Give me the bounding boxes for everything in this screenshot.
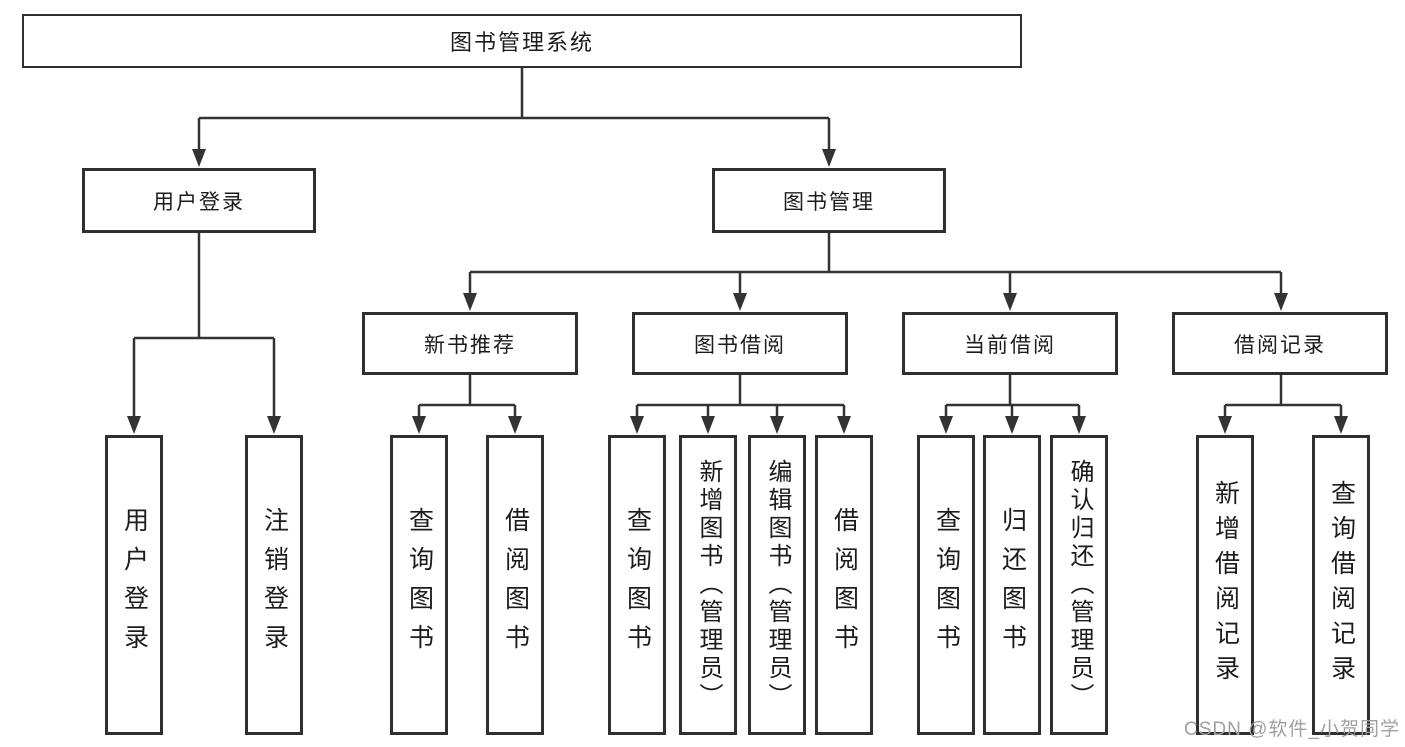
leaf-label: 新增借阅记录 [1211,480,1240,690]
arrow-current-query [939,416,953,434]
edges-book-management [468,233,1283,296]
leaf-user-login: 用户登录 [105,435,163,735]
arrow-book-management [822,149,836,167]
arrow-user-login [192,149,206,167]
node-borrowing-records: 借阅记录 [1172,312,1388,375]
leaf-current-query-books: 查询图书 [917,435,975,735]
arrowheads [127,149,1348,434]
leaf-current-confirm-return-admin: 确认归还（管理员） [1050,435,1108,735]
arrow-recommend-query [412,416,426,434]
leaf-label: 查询图书 [932,507,961,663]
node-user-login: 用户登录 [82,168,316,233]
leaf-label: 编辑图书（管理员） [764,459,791,711]
arrow-borrowing-records [1274,293,1288,311]
leaf-label: 借阅图书 [830,507,859,663]
leaf-label: 新增图书（管理员） [695,459,722,711]
arrow-recommend-borrow [508,416,522,434]
arrow-borrowing-edit [770,416,784,434]
connector-lines [132,68,1343,420]
leaf-recommend-query-books: 查询图书 [390,435,448,735]
leaf-logout: 注销登录 [245,435,303,735]
node-current-borrowing: 当前借阅 [902,312,1118,375]
leaf-label: 查询图书 [405,507,434,663]
leaf-label: 归还图书 [998,507,1027,663]
arrow-borrowing-borrow [837,416,851,434]
arrow-current-confirm [1072,416,1086,434]
leaf-records-add-borrow-record: 新增借阅记录 [1196,435,1254,735]
leaf-label: 借阅图书 [501,507,530,663]
arrow-current-borrowing [1003,293,1017,311]
leaf-label: 确认归还（管理员） [1066,459,1093,711]
leaf-label: 用户登录 [120,507,149,663]
edges-current-borrowing [944,375,1081,420]
arrow-current-return [1005,416,1019,434]
leaf-borrowing-query-books: 查询图书 [608,435,666,735]
leaf-borrowing-add-books-admin: 新增图书（管理员） [679,435,737,735]
arrow-borrowing-add [701,416,715,434]
leaf-borrowing-borrow-books: 借阅图书 [815,435,873,735]
arrow-records-query [1334,416,1348,434]
edges-book-borrowing [635,375,846,420]
arrow-new-book-recommend [463,293,477,311]
node-root: 图书管理系统 [22,14,1022,68]
leaf-records-query-borrow-record: 查询借阅记录 [1312,435,1370,735]
arrow-records-add [1218,416,1232,434]
leaf-label: 查询图书 [623,507,652,663]
arrow-leaf-logout [267,416,281,434]
node-book-borrowing: 图书借阅 [632,312,848,375]
edges-root [197,68,831,152]
leaf-label: 查询借阅记录 [1327,480,1356,690]
watermark-text: CSDN @软件_小贺同学 [1184,719,1400,740]
leaf-recommend-borrow-books: 借阅图书 [486,435,544,735]
leaf-label: 注销登录 [260,507,289,663]
leaf-borrowing-edit-books-admin: 编辑图书（管理员） [748,435,806,735]
arrow-leaf-user-login [127,416,141,434]
node-book-management: 图书管理 [712,168,946,233]
arrow-borrowing-query [630,416,644,434]
edges-borrowing-records [1223,375,1343,420]
arrow-book-borrowing [733,293,747,311]
leaf-current-return-books: 归还图书 [983,435,1041,735]
edges-user-login [132,233,276,420]
node-new-book-recommend: 新书推荐 [362,312,578,375]
edges-new-book-recommend [417,375,517,420]
